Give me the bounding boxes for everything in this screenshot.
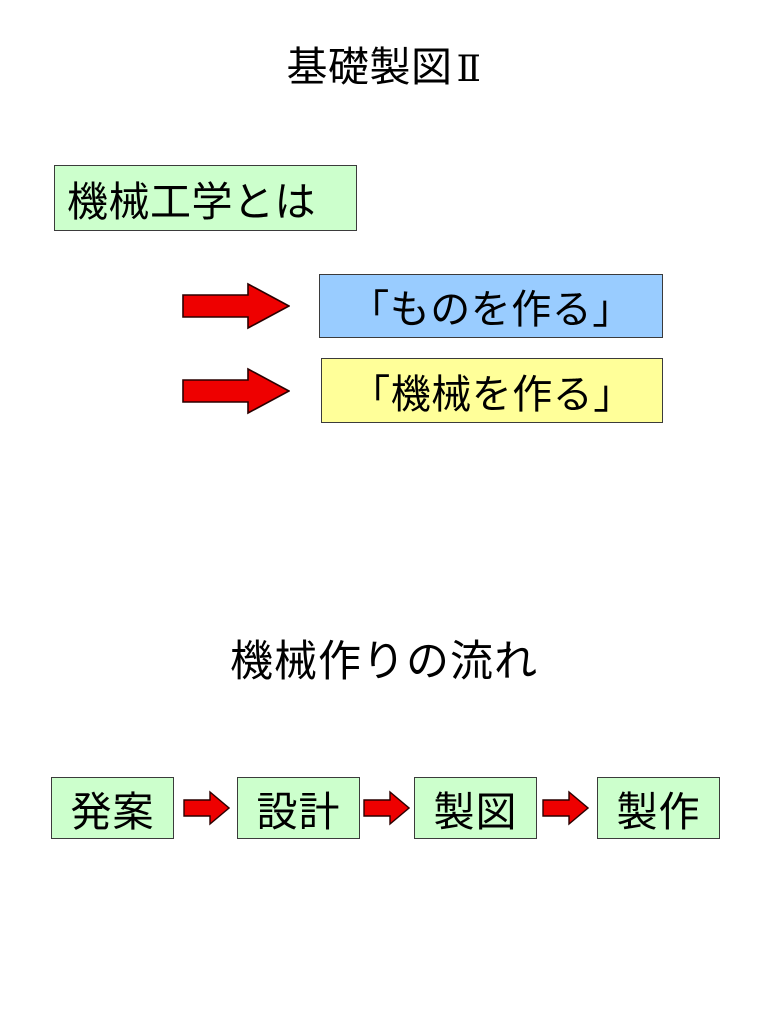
page-title-text: 基礎製図 [286, 43, 453, 91]
flow-step-1-label: 発案 [70, 788, 155, 836]
topic-heading-box: 機械工学とは [54, 165, 357, 231]
right-arrow-icon [183, 790, 231, 826]
definition-box-machine: 「機械を作る」 [321, 358, 663, 423]
right-arrow-icon [363, 790, 411, 826]
topic-heading-label: 機械工学とは [67, 178, 316, 226]
flow-step-3-label: 製図 [433, 788, 518, 836]
definition-label-mono: 「ものを作る」 [349, 287, 633, 333]
right-arrow-icon [542, 790, 590, 826]
flow-step-4-label: 製作 [616, 788, 701, 836]
flow-step-2: 設計 [237, 777, 360, 839]
right-arrow-icon [182, 367, 291, 415]
flow-step-1: 発案 [51, 777, 174, 839]
definition-box-mono: 「ものを作る」 [319, 274, 663, 338]
definition-label-machine: 「機械を作る」 [350, 371, 634, 418]
flow-step-2-label: 設計 [256, 788, 341, 836]
section-heading: 機械作りの流れ [230, 637, 538, 687]
page-title-numeral: Ⅱ [456, 49, 482, 90]
right-arrow-icon [182, 282, 291, 330]
flow-step-4: 製作 [597, 777, 720, 839]
flow-step-3: 製図 [414, 777, 537, 839]
